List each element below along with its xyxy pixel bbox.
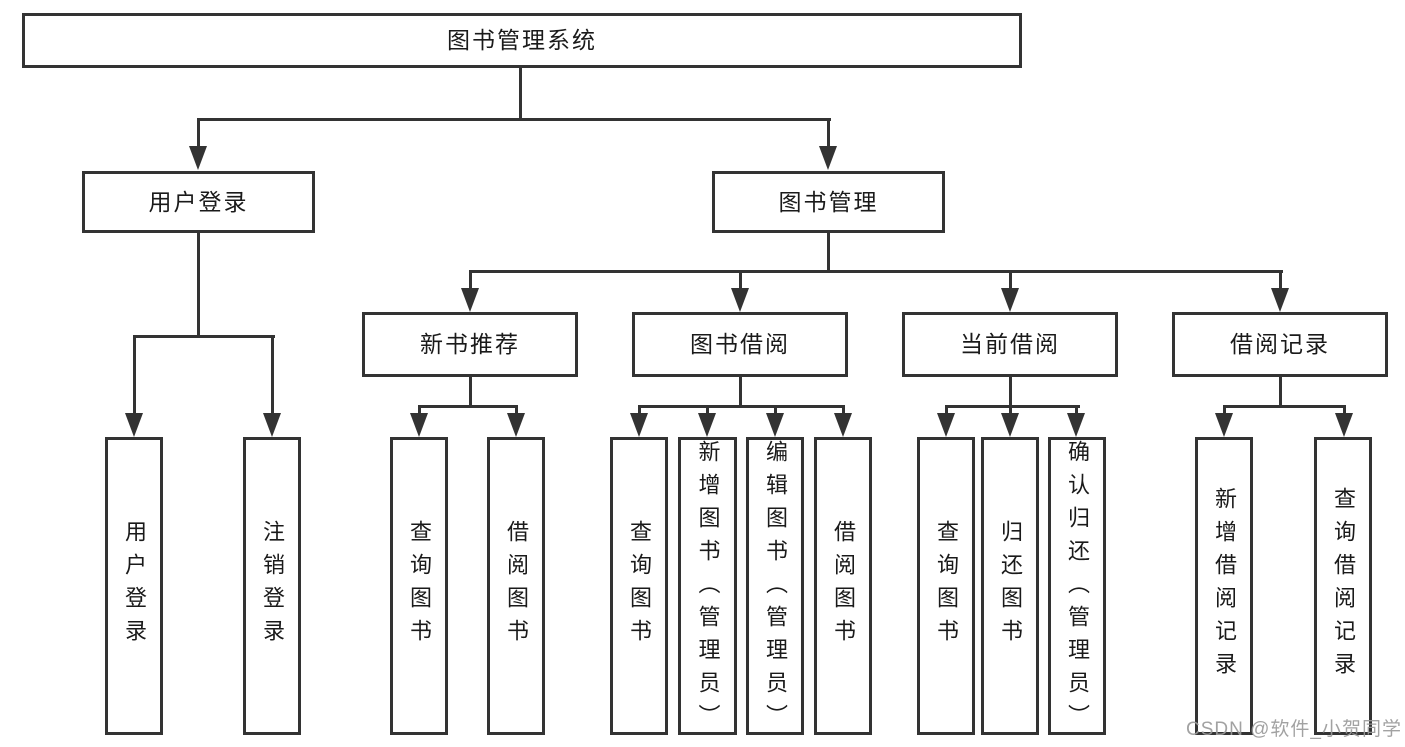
node-label: 注销登录 bbox=[260, 520, 285, 652]
connector-vline bbox=[706, 408, 709, 416]
node-user-login: 用户登录 bbox=[82, 171, 315, 233]
node-new-book-recommend: 新书推荐 bbox=[362, 312, 578, 377]
arrow-down-icon bbox=[630, 413, 648, 437]
node-label: 归还图书 bbox=[998, 520, 1023, 652]
connector-hline bbox=[197, 118, 831, 121]
connector-vline bbox=[1075, 408, 1078, 416]
arrow-down-icon bbox=[263, 413, 281, 437]
connector-vline bbox=[1009, 273, 1012, 291]
node-library-management-system: 图书管理系统 bbox=[22, 13, 1022, 68]
leaf-edit-books-admin: 编辑图书（管理员） bbox=[746, 437, 804, 737]
leaf-query-books-borrowing: 查询图书 bbox=[610, 437, 668, 735]
node-label: 当前借阅 bbox=[960, 331, 1060, 357]
node-book-management: 图书管理 bbox=[712, 171, 945, 233]
connector-vline bbox=[774, 408, 777, 416]
connector-vline bbox=[469, 377, 472, 407]
arrow-down-icon bbox=[1067, 413, 1085, 437]
connector-vline bbox=[197, 233, 200, 337]
node-label: 新增图书（管理员） bbox=[695, 440, 721, 737]
node-current-borrowing: 当前借阅 bbox=[902, 312, 1118, 377]
leaf-borrow-books: 借阅图书 bbox=[814, 437, 872, 735]
arrow-down-icon bbox=[125, 413, 143, 437]
leaf-confirm-return-admin: 确认归还（管理员） bbox=[1048, 437, 1106, 737]
connector-vline bbox=[945, 408, 948, 416]
connector-vline bbox=[519, 68, 522, 118]
node-label: 用户登录 bbox=[122, 520, 147, 652]
connector-vline bbox=[197, 118, 200, 148]
connector-vline bbox=[418, 408, 421, 416]
connector-vline bbox=[739, 377, 742, 407]
leaf-logout: 注销登录 bbox=[243, 437, 301, 735]
arrow-down-icon bbox=[834, 413, 852, 437]
connector-vline bbox=[638, 408, 641, 416]
arrow-down-icon bbox=[1001, 288, 1019, 312]
node-label: 用户登录 bbox=[148, 188, 249, 215]
node-label: 查询借阅记录 bbox=[1331, 487, 1356, 685]
arrow-down-icon bbox=[1335, 413, 1353, 437]
leaf-query-books-recommend: 查询图书 bbox=[390, 437, 448, 735]
node-borrowing-records: 借阅记录 bbox=[1172, 312, 1388, 377]
csdn-watermark: CSDN @软件_小贺同学 bbox=[1186, 719, 1402, 740]
node-label: 借阅图书 bbox=[831, 520, 856, 652]
connector-vline bbox=[1343, 408, 1346, 416]
leaf-borrow-books-recommend: 借阅图书 bbox=[487, 437, 545, 735]
connector-hline bbox=[418, 405, 518, 408]
arrow-down-icon bbox=[410, 413, 428, 437]
connector-hline bbox=[133, 335, 275, 338]
connector-vline bbox=[827, 233, 830, 272]
connector-vline bbox=[1009, 408, 1012, 416]
node-label: 借阅记录 bbox=[1230, 331, 1330, 357]
arrow-down-icon bbox=[766, 413, 784, 437]
leaf-user-login: 用户登录 bbox=[105, 437, 163, 735]
connector-vline bbox=[469, 273, 472, 291]
arrow-down-icon bbox=[819, 146, 837, 170]
arrow-down-icon bbox=[1001, 413, 1019, 437]
node-label: 图书管理 bbox=[778, 188, 879, 215]
leaf-return-books: 归还图书 bbox=[981, 437, 1039, 735]
connector-vline bbox=[1279, 377, 1282, 407]
node-label: 查询图书 bbox=[627, 520, 652, 652]
connector-hline bbox=[638, 405, 845, 408]
node-label: 查询图书 bbox=[934, 520, 959, 652]
connector-hline bbox=[945, 405, 1080, 408]
node-label: 新增借阅记录 bbox=[1212, 487, 1237, 685]
connector-vline bbox=[1223, 408, 1226, 416]
connector-vline bbox=[515, 408, 518, 416]
arrow-down-icon bbox=[189, 146, 207, 170]
arrow-down-icon bbox=[1215, 413, 1233, 437]
connector-hline bbox=[1223, 405, 1346, 408]
arrow-down-icon bbox=[698, 413, 716, 437]
node-label: 确认归还（管理员） bbox=[1065, 440, 1090, 737]
connector-vline bbox=[739, 273, 742, 291]
connector-vline bbox=[271, 338, 274, 415]
connector-vline bbox=[1009, 377, 1012, 407]
node-book-borrowing: 图书借阅 bbox=[632, 312, 848, 377]
node-label: 借阅图书 bbox=[504, 520, 529, 652]
node-label: 图书管理系统 bbox=[447, 27, 597, 53]
leaf-query-borrow-record: 查询借阅记录 bbox=[1314, 437, 1372, 735]
leaf-add-borrow-record: 新增借阅记录 bbox=[1195, 437, 1253, 735]
arrow-down-icon bbox=[507, 413, 525, 437]
node-label: 编辑图书（管理员） bbox=[763, 440, 788, 737]
arrow-down-icon bbox=[1271, 288, 1289, 312]
node-label: 查询图书 bbox=[407, 520, 432, 652]
leaf-add-books-admin: 新增图书（管理员） bbox=[678, 437, 737, 737]
arrow-down-icon bbox=[461, 288, 479, 312]
arrow-down-icon bbox=[731, 288, 749, 312]
connector-hline bbox=[469, 270, 1283, 273]
connector-vline bbox=[1279, 273, 1282, 291]
connector-vline bbox=[842, 408, 845, 416]
connector-vline bbox=[827, 118, 830, 148]
node-label: 图书借阅 bbox=[690, 331, 790, 357]
connector-vline bbox=[133, 338, 136, 415]
leaf-query-books-current: 查询图书 bbox=[917, 437, 975, 735]
arrow-down-icon bbox=[937, 413, 955, 437]
node-label: 新书推荐 bbox=[420, 331, 520, 357]
